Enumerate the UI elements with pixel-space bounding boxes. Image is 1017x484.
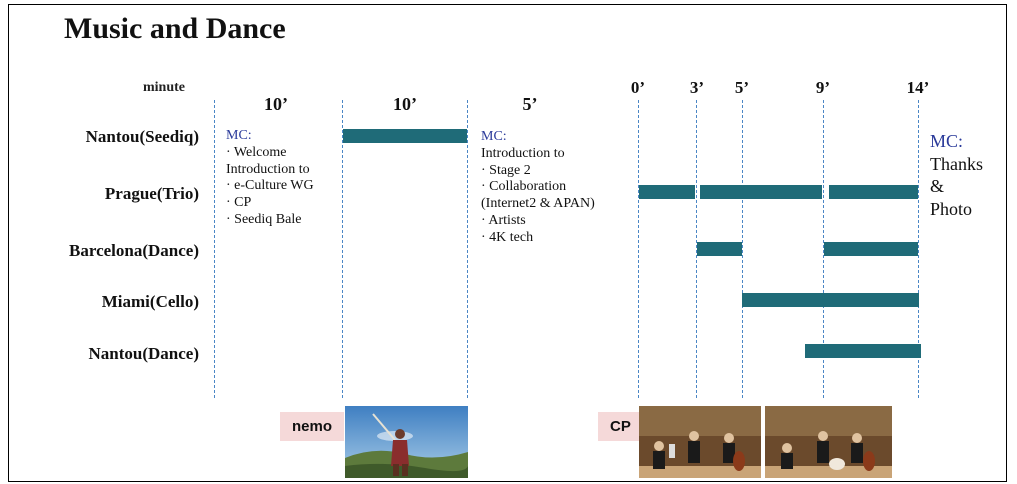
bar-miami: [742, 293, 919, 307]
note-line: &: [930, 176, 945, 196]
row-label: Nantou(Dance): [88, 344, 200, 363]
note-line: · Collaboration: [481, 179, 567, 195]
guide-line: [696, 100, 697, 398]
bar-prague-3: [829, 185, 918, 199]
mc-label: MC:: [226, 128, 252, 143]
bar-nantou-seediq: [343, 129, 467, 143]
mc-note-1: MC: · Welcome Introduction to · e-Cultur…: [226, 128, 314, 229]
row-label: Miami(Cello): [101, 292, 199, 311]
note-line: · e-Culture WG: [226, 178, 314, 194]
tick-label: 3’: [689, 78, 705, 97]
row-label: Barcelona(Dance): [69, 241, 199, 260]
duration-label: 10’: [264, 94, 288, 114]
mc-note-3: MC: Thanks & Photo: [930, 130, 983, 220]
guide-line: [638, 100, 639, 398]
cp-photo-2-image: [765, 406, 892, 478]
duration-label: 5’: [522, 94, 538, 114]
bar-prague-2: [700, 185, 822, 199]
note-line: · CP: [226, 195, 252, 211]
cp-photo-2: [765, 406, 892, 478]
note-line: · Welcome: [226, 144, 287, 160]
slide-title: Music and Dance: [64, 12, 286, 45]
tick-label: 5’: [734, 78, 750, 97]
guide-line: [823, 100, 824, 398]
guide-line: [467, 100, 468, 398]
guide-line: [342, 100, 343, 398]
mc-label: MC:: [930, 131, 964, 151]
row-label: Nantou(Seediq): [85, 127, 199, 146]
note-line: Introduction to: [481, 145, 565, 161]
guide-line: [918, 100, 919, 398]
note-line: · Artists: [481, 212, 526, 228]
axis-label: minute: [143, 80, 185, 95]
tick-label: 14’: [906, 78, 930, 97]
bar-barcelona-1: [697, 242, 742, 256]
cp-photo-1-image: [639, 406, 761, 478]
note-line: Photo: [930, 198, 973, 219]
nemo-photo: [345, 406, 468, 478]
note-line: · Stage 2: [481, 162, 531, 178]
cp-photo-1: [639, 406, 761, 478]
tick-label: 0’: [630, 78, 646, 97]
note-line: · 4K tech: [481, 229, 534, 245]
cp-tag: CP: [598, 412, 643, 441]
note-line: Thanks: [930, 153, 983, 174]
mc-note-2: MC: Introduction to · Stage 2 · Collabor…: [481, 129, 595, 247]
note-line: (Internet2 & APAN): [481, 196, 595, 212]
bar-barcelona-2: [824, 242, 918, 256]
guide-line: [214, 100, 215, 398]
bar-nantou-dance: [805, 344, 921, 358]
guide-line: [742, 100, 743, 398]
mc-label: MC:: [481, 129, 507, 144]
duration-label: 10’: [393, 94, 417, 114]
nemo-tag: nemo: [280, 412, 345, 441]
bar-prague-1: [639, 185, 695, 199]
note-line: Introduction to: [226, 161, 310, 177]
note-line: · Seediq Bale: [226, 211, 302, 227]
nemo-photo-image: [345, 406, 468, 478]
row-label: Prague(Trio): [104, 184, 199, 203]
tick-label: 9’: [815, 78, 831, 97]
